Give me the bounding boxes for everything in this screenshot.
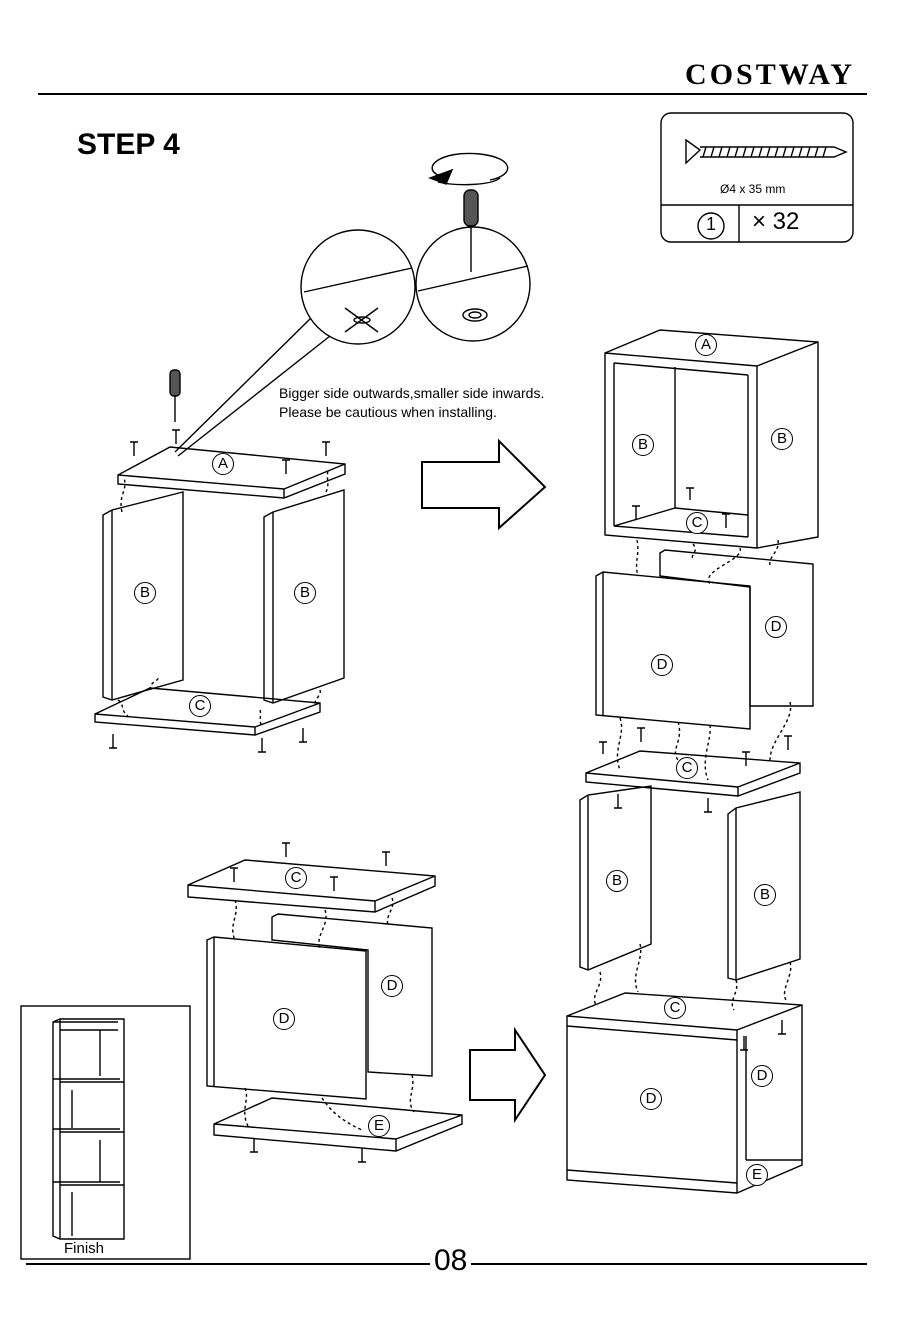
part-label-c: C [676, 757, 698, 779]
screw-part-id: 1 [700, 214, 722, 235]
part-label-d: D [751, 1065, 773, 1087]
part-label-c: C [285, 867, 307, 889]
screw-quantity: × 32 [752, 208, 799, 236]
next-arrow-icon [422, 441, 545, 528]
part-label-e: E [746, 1164, 768, 1186]
exploded-view-lower-middle [188, 843, 462, 1162]
note-line: Bigger side outwards,smaller side inward… [279, 384, 544, 403]
part-label-e: E [368, 1115, 390, 1137]
part-label-b: B [134, 582, 156, 604]
finish-label: Finish [64, 1240, 104, 1257]
page-number: 08 [430, 1244, 471, 1278]
part-label-b: B [632, 434, 654, 456]
part-label-b: B [294, 582, 316, 604]
part-label-b: B [606, 870, 628, 892]
part-label-c: C [686, 512, 708, 534]
part-label-d: D [381, 975, 403, 997]
part-label-b: B [771, 428, 793, 450]
detail-circle-wrong [301, 230, 415, 344]
detail-circle-right [416, 227, 530, 341]
screw-icon [686, 140, 846, 163]
part-label-a: A [212, 453, 234, 475]
part-label-c: C [664, 997, 686, 1019]
finished-shelf-icon [53, 1019, 124, 1239]
part-label-d: D [640, 1088, 662, 1110]
screwdriver-icon [170, 370, 180, 422]
part-label-a: A [695, 334, 717, 356]
screwdriver-icon [464, 190, 478, 272]
part-label-d: D [273, 1008, 295, 1030]
finish-box [21, 1006, 190, 1259]
part-label-d: D [651, 654, 673, 676]
next-arrow-icon [470, 1030, 545, 1120]
exploded-view-right-middle [580, 702, 800, 1010]
screw-size-label: Ø4 x 35 mm [720, 182, 785, 196]
part-label-d: D [765, 616, 787, 638]
part-label-c: C [189, 695, 211, 717]
part-label-b: B [754, 884, 776, 906]
assembled-box-lower-right [567, 993, 802, 1193]
rotate-arrow-icon [430, 153, 508, 184]
installation-note: Bigger side outwards,smaller side inward… [279, 384, 544, 422]
note-line: Please be cautious when installing. [279, 403, 544, 422]
